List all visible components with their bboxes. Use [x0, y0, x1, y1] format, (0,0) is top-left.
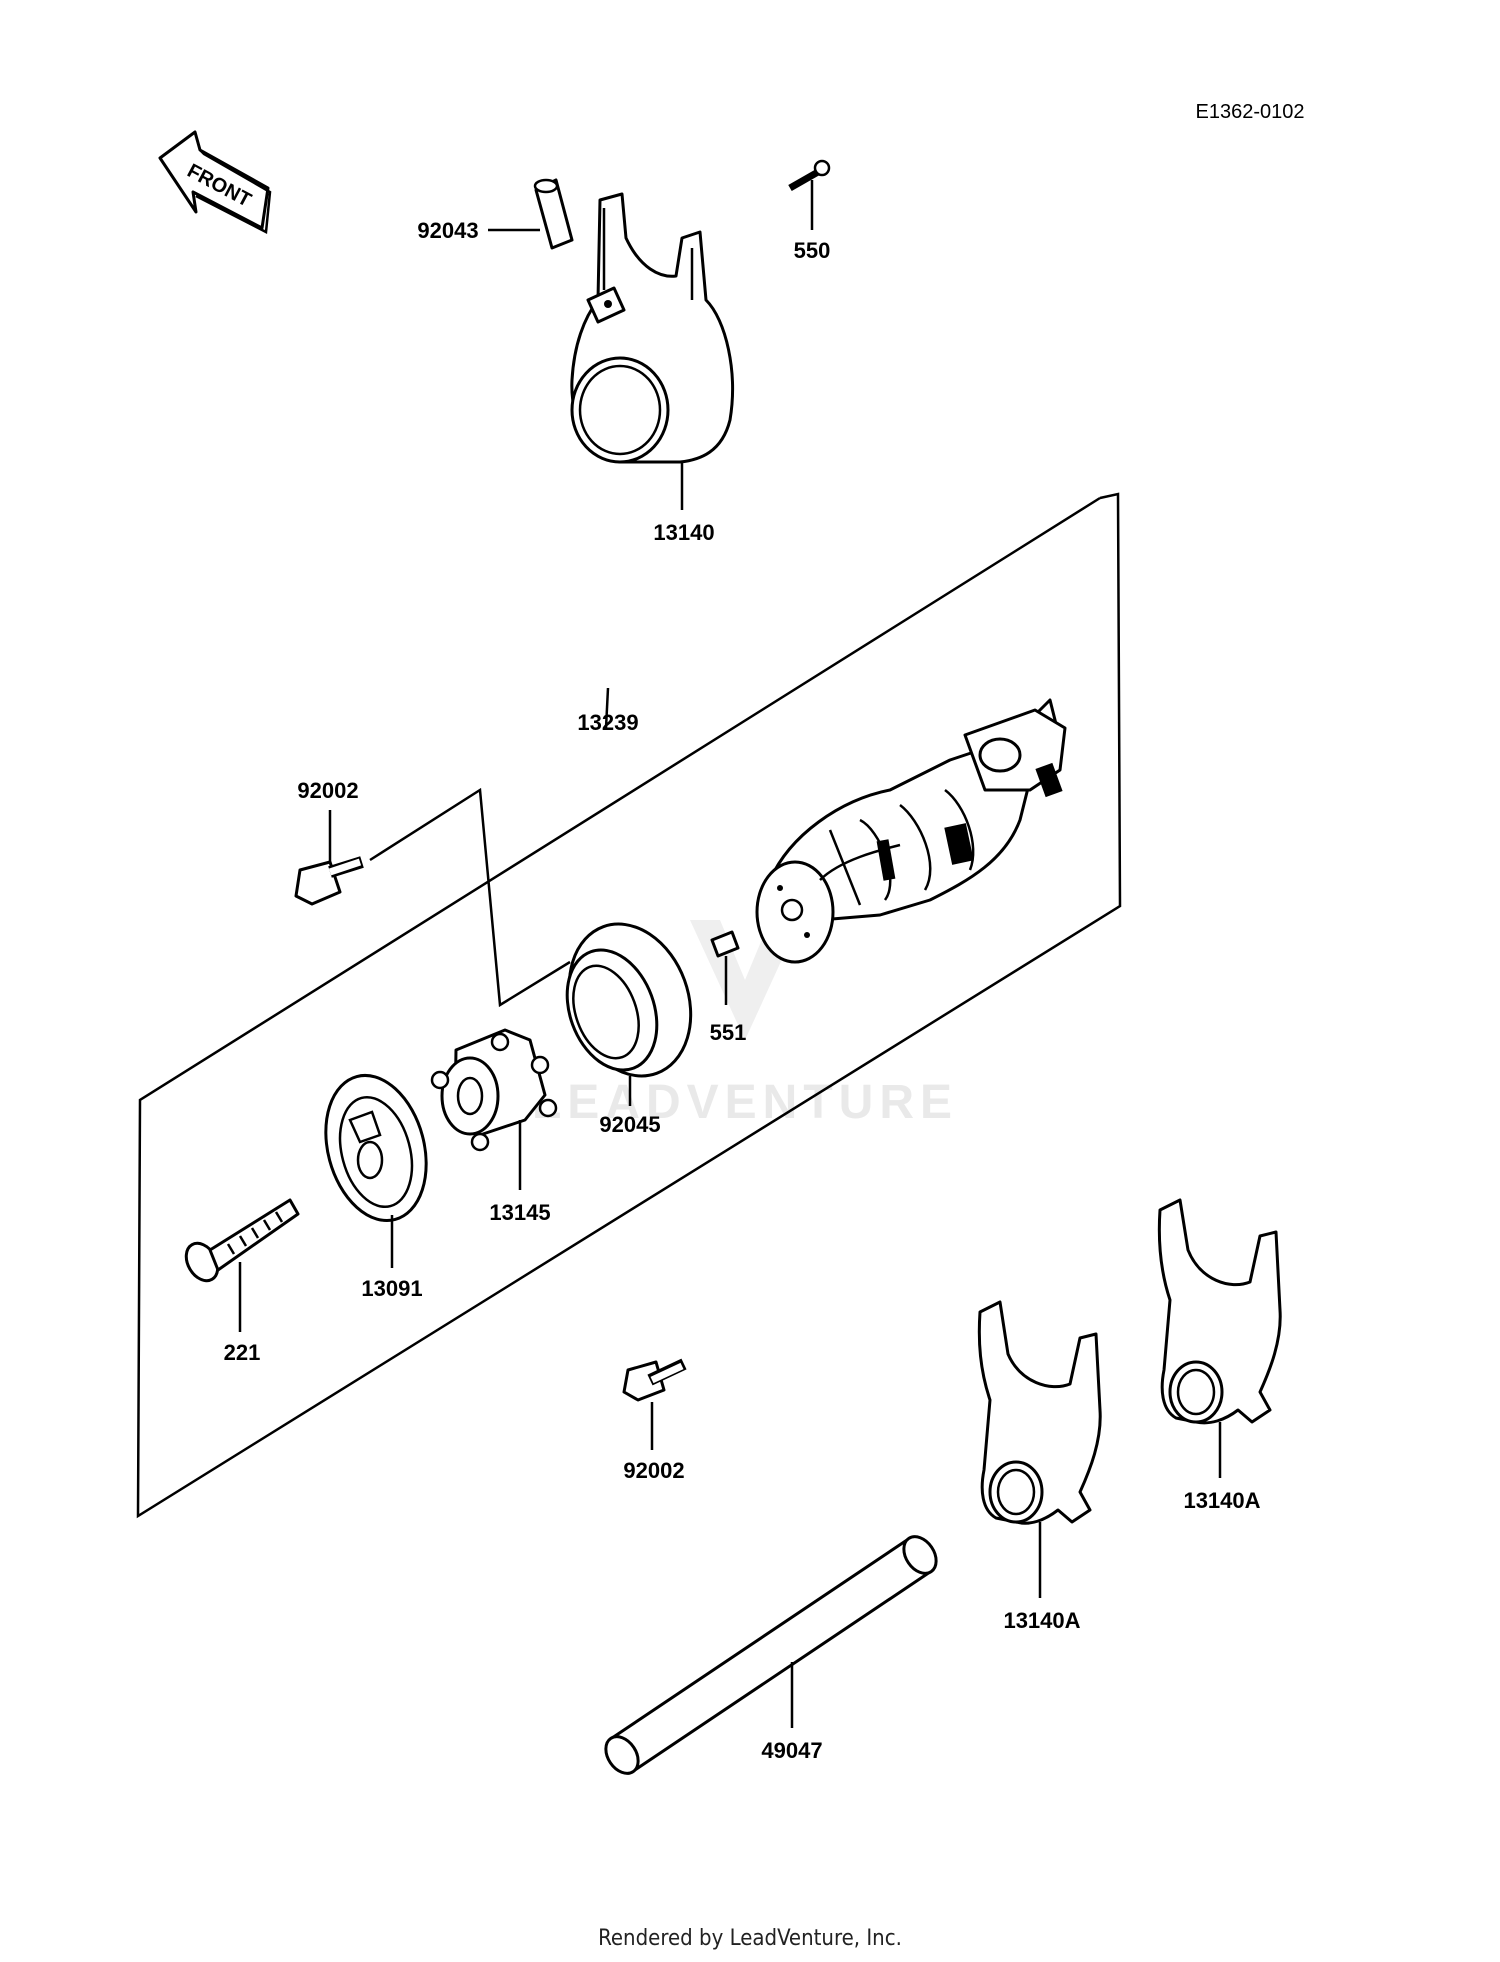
part-92043-pin: 92043 [417, 178, 574, 250]
front-arrow-icon: FRONT [158, 130, 272, 234]
part-13140a-fork-right: 13140A [1157, 1198, 1282, 1513]
callout-551: 551 [710, 1020, 747, 1045]
callout-49047: 49047 [761, 1738, 822, 1763]
callout-13145: 13145 [489, 1200, 550, 1225]
kit-13239-frame: 13239 [136, 492, 1122, 1519]
callout-92043: 92043 [417, 218, 478, 243]
callout-13091: 13091 [361, 1276, 422, 1301]
diagram-code: E1362-0102 [1196, 101, 1305, 123]
part-221-screw: 221 [184, 1198, 300, 1365]
callout-92045: 92045 [599, 1112, 660, 1137]
part-13140-shift-fork: 13140 [570, 192, 734, 545]
part-13140a-fork-left: 13140A [977, 1300, 1102, 1633]
callout-221: 221 [224, 1340, 261, 1365]
watermark-text: LEADVENTURE [532, 1076, 958, 1129]
part-13091-cam-plate: 13091 [324, 1073, 428, 1301]
callout-92002-upper: 92002 [297, 778, 358, 803]
footer-credit: Rendered by LeadVenture, Inc. [598, 1926, 902, 1951]
part-49047-shaft: 49047 [604, 1535, 938, 1775]
part-550-bolt: 550 [788, 159, 831, 263]
callout-13140: 13140 [653, 520, 714, 545]
callout-550: 550 [794, 238, 831, 263]
part-13145-pin-plate: 13145 [430, 1028, 558, 1225]
part-92002-bolt-lower: 92002 [622, 1358, 687, 1483]
part-92045-bearing: 92045 [565, 922, 693, 1137]
callout-13140a-right: 13140A [1183, 1488, 1260, 1513]
callout-13140a-left: 13140A [1003, 1608, 1080, 1633]
callout-13239: 13239 [577, 710, 638, 735]
part-13239-shift-drum [755, 698, 1067, 964]
part-551-pin: 551 [710, 930, 747, 1045]
part-92002-bolt-upper: 92002 [294, 778, 364, 906]
callout-92002-lower: 92002 [623, 1458, 684, 1483]
